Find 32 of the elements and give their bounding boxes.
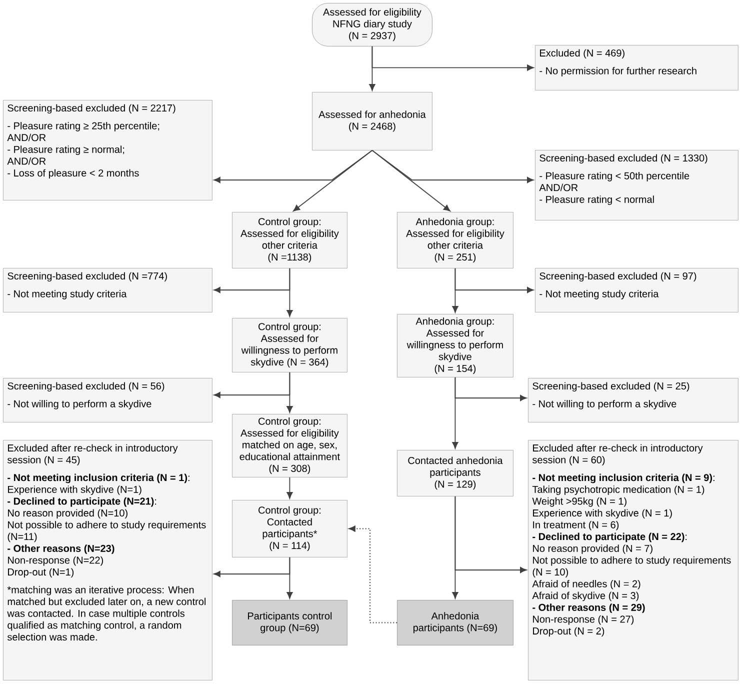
exclusion-box: Screening-based excluded (N = 1330) - Pleasure rating < 50th percentile AND/OR - Pleasure rating < normal xyxy=(535,150,738,220)
process-box: Contacted anhedonia participants (N = 129) xyxy=(397,450,514,496)
exclusion-box: Excluded after re-check in introductory session (N = 45) - Not meeting inclusion criteria (N = 1): Experience with skydive (N=1) - Declined to participate (N=21): No reason provided (N=10) Not possible to adhere to study requirements (N=11) - Other reasons (N=23) Non-response (N=22) Drop-out (N=1) *matching was an iterative process: When matched but excluded later on, a new control was contacted. In case multiple controls qualified as matching control, a random selection was made. xyxy=(3,440,212,680)
exclusion-box: Screening-based excluded (N = 25) - Not willing to perform a skydive xyxy=(528,378,738,422)
start-box: Assessed for eligibility NFNG diary study (N = 2937) xyxy=(312,3,432,46)
exclusion-box: Screening-based excluded (N =774) - Not meeting study criteria xyxy=(3,268,212,312)
exclusion-box: Excluded after re-check in introductory session (N = 60) - Not meeting inclusion criteria (N = 9): Taking psychotropic medication (N = 1) Weight >95kg (N = 1) Experience with skydive (N = 1) In treatment (N = 6) - Declined to participate (N = 22): No reason provided (N = 7) Not possible to adhere to study requirements (N = 10) Afraid of needles (N = 2) Afraid of skydive (N = 3) - Other reasons (N = 29) Non-response (N = 27) Drop-out (N = 2) xyxy=(528,440,738,680)
arrow xyxy=(348,526,397,624)
exclusion-box: Screening-based excluded (N = 97) - Not meeting study criteria xyxy=(535,268,738,312)
exclusion-box: Screening-based excluded (N = 2217) - Pleasure rating ≥ 25th percentile; AND/OR - Pleasure rating ≥ normal; AND/OR - Loss of pleasure < 2 months xyxy=(3,100,212,200)
arrow xyxy=(293,150,373,212)
arrow xyxy=(372,46,534,71)
result-box: Anhedonia participants (N=69) xyxy=(397,600,514,646)
arrow xyxy=(372,150,450,212)
arrow xyxy=(286,556,293,599)
arrow xyxy=(452,268,458,313)
exclusion-box: Screening-based excluded (N = 56) - Not willing to perform a skydive xyxy=(3,378,212,422)
result-box: Participants control group (N=69) xyxy=(232,600,348,646)
process-box: Anhedonia group: Assessed for willingness to perform skydive (N = 154) xyxy=(397,314,514,378)
process-box: Assessed for anhedonia (N = 2468) xyxy=(312,92,432,150)
arrow xyxy=(452,496,458,599)
exclusion-box: Excluded (N = 469) - No permission for further research xyxy=(535,45,738,90)
process-box: Control group: Assessed for eligibility other criteria (N =1138) xyxy=(232,212,348,268)
arrow xyxy=(452,376,458,449)
arrow xyxy=(286,372,293,413)
process-box: Anhedonia group: Assessed for eligibility other criteria (N = 251) xyxy=(397,212,514,268)
arrow xyxy=(286,476,293,499)
process-box: Control group: Assessed for willingness to perform skydive (N = 364) xyxy=(232,318,348,372)
arrow xyxy=(372,150,534,184)
process-box: Control group: Assessed for eligibility matched on age, sex, educational attainment (N = 308) xyxy=(232,414,348,478)
process-box: Control group: Contacted participants* (N = 114) xyxy=(232,500,348,558)
arrow xyxy=(286,268,293,317)
